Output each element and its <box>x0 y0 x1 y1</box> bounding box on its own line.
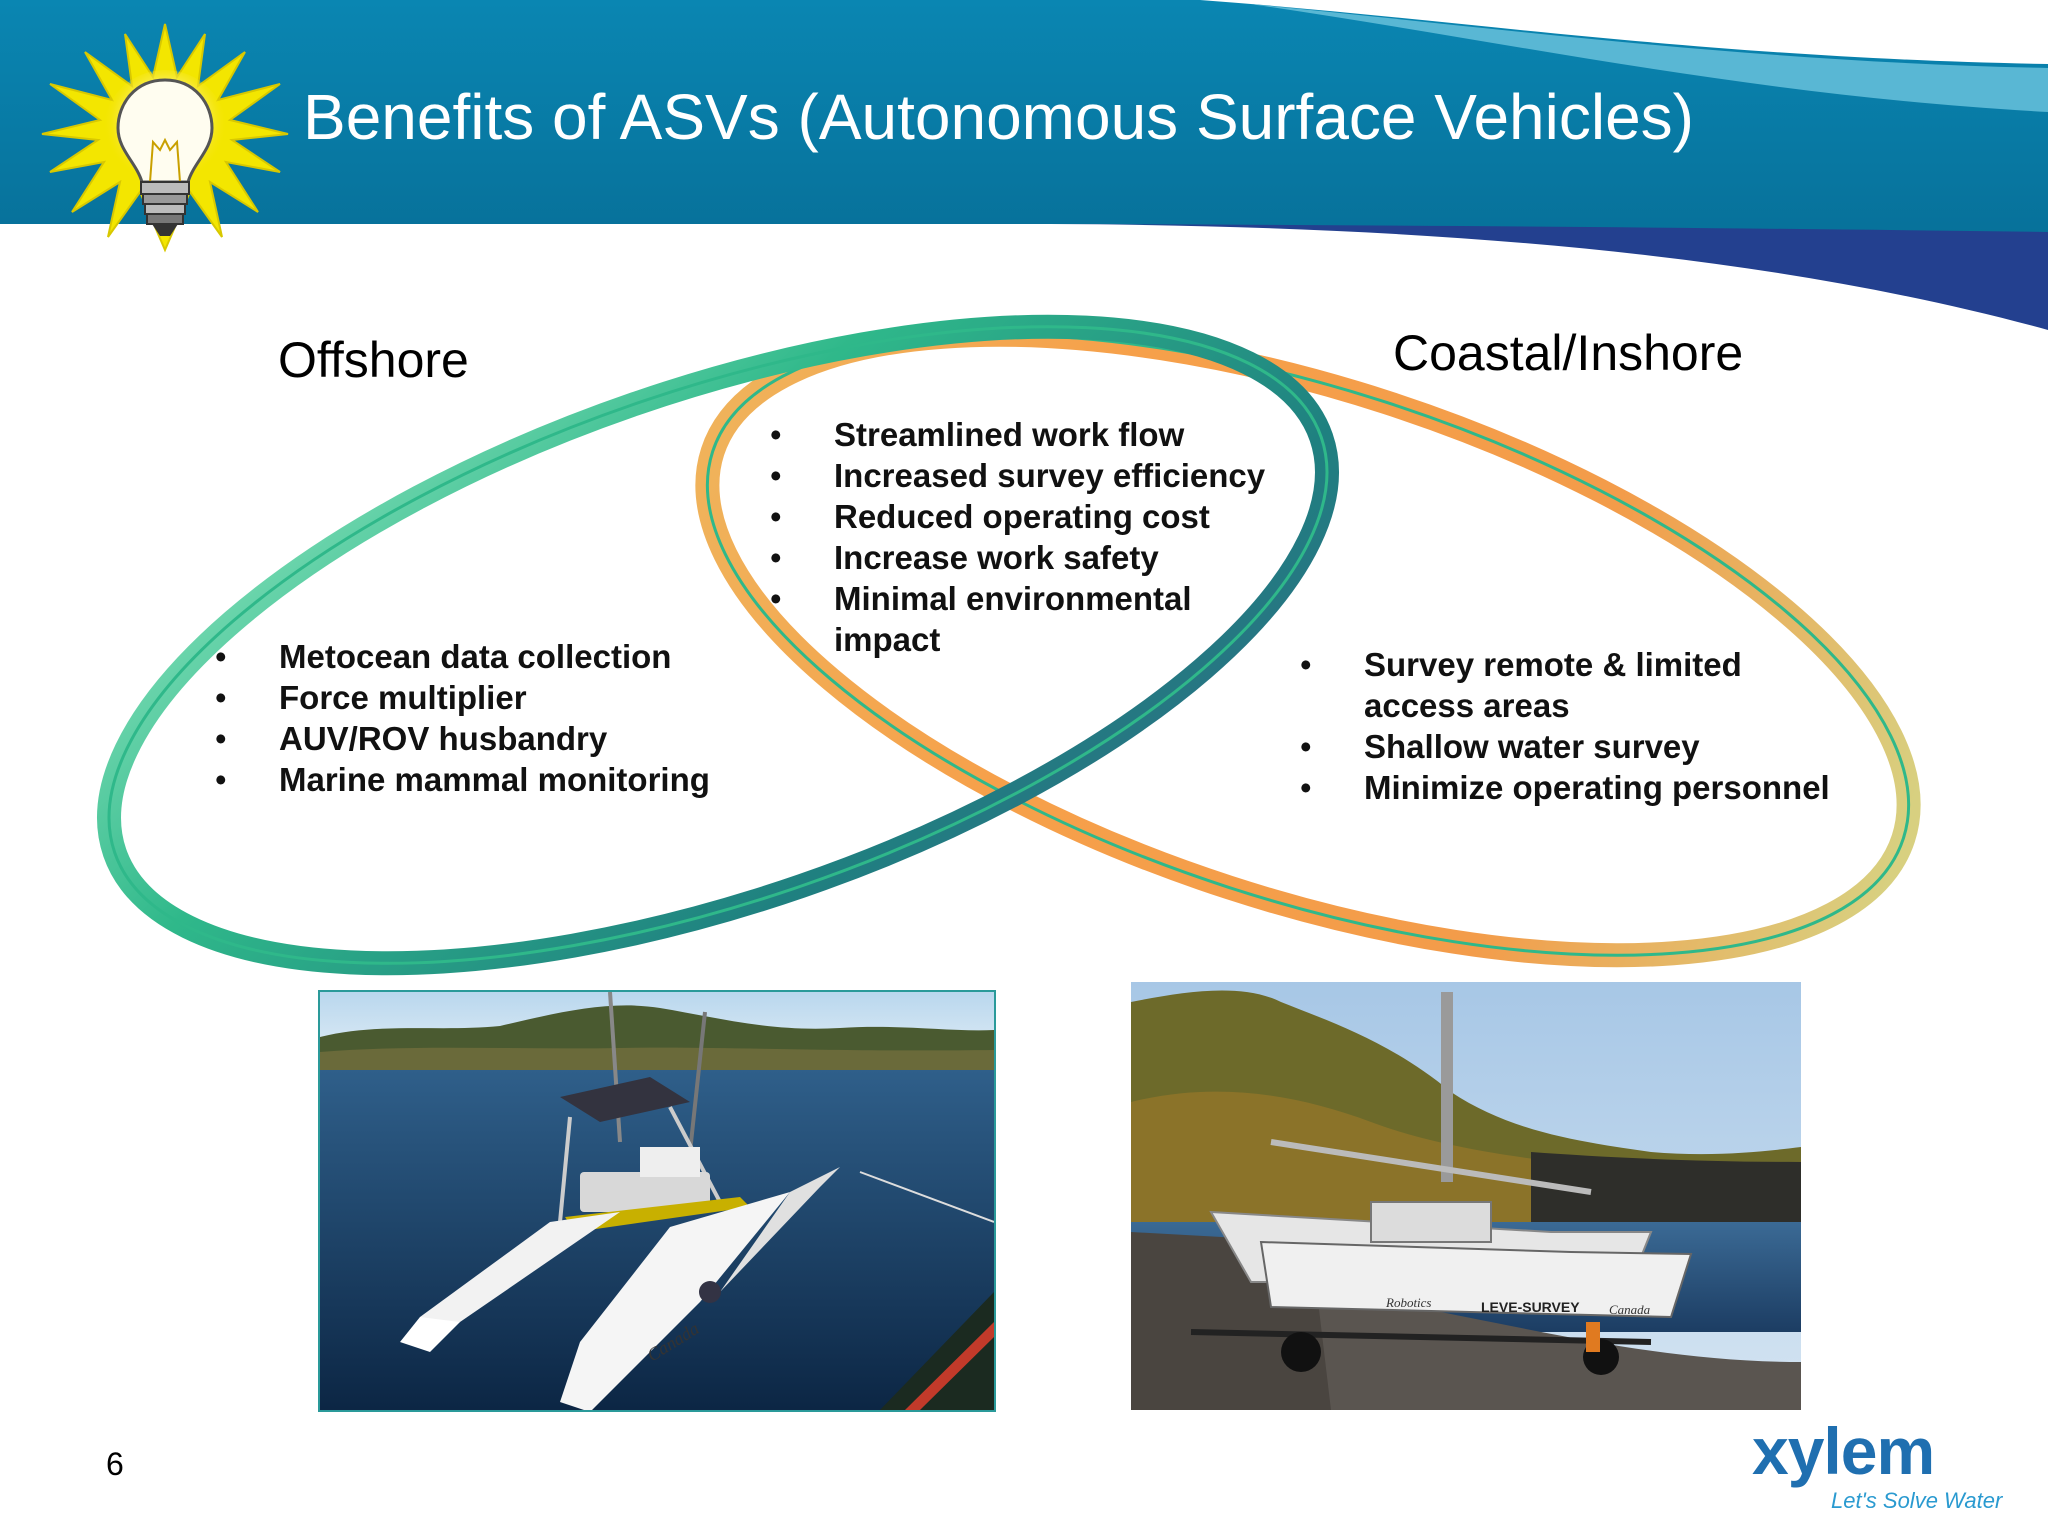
shared-benefits-list: Streamlined work flow Increased survey e… <box>770 414 1310 660</box>
lightbulb-icon <box>41 23 289 253</box>
page-number: 6 <box>106 1446 124 1482</box>
venn-diagram <box>97 314 1921 976</box>
list-item: Shallow water survey <box>1300 726 1860 767</box>
hull-label: Robotics <box>1385 1295 1432 1310</box>
logo-tagline: Let's Solve Water <box>1831 1488 2003 1513</box>
coastal-benefits-list: Survey remote & limited access areas Sha… <box>1300 644 1860 808</box>
offshore-ellipse-inner-edge <box>107 325 1329 965</box>
hull-label: Canada <box>1609 1302 1651 1317</box>
list-item: Streamlined work flow <box>770 414 1310 455</box>
slide-title: Benefits of ASVs (Autonomous Surface Veh… <box>303 81 1694 153</box>
list-item: AUV/ROV husbandry <box>215 718 775 759</box>
logo-wordmark: xylem <box>1752 1414 1935 1488</box>
coastal-asv-photo: LEVE-SURVEY Canada Robotics <box>1131 982 1801 1410</box>
list-item: Force multiplier <box>215 677 775 718</box>
list-item: Reduced operating cost <box>770 496 1310 537</box>
coastal-ellipse-inner-edge <box>705 333 1911 957</box>
list-item: Increase work safety <box>770 537 1310 578</box>
list-item: Increased survey efficiency <box>770 455 1310 496</box>
offshore-label: Offshore <box>278 332 469 388</box>
offshore-asv-photo: Canada <box>318 990 996 1412</box>
hull-label: LEVE-SURVEY <box>1481 1299 1580 1315</box>
offshore-benefits-list: Metocean data collection Force multiplie… <box>215 636 775 800</box>
coastal-label: Coastal/Inshore <box>1393 325 1744 381</box>
list-item: Metocean data collection <box>215 636 775 677</box>
list-item: Survey remote & limited access areas <box>1300 644 1764 726</box>
header-band <box>0 0 2048 330</box>
list-item: Minimal environmental impact <box>770 578 1224 660</box>
list-item: Minimize operating personnel <box>1300 767 1860 808</box>
list-item: Marine mammal monitoring <box>215 759 775 800</box>
xylem-logo: xylem Let's Solve Water <box>1752 1416 2004 1516</box>
